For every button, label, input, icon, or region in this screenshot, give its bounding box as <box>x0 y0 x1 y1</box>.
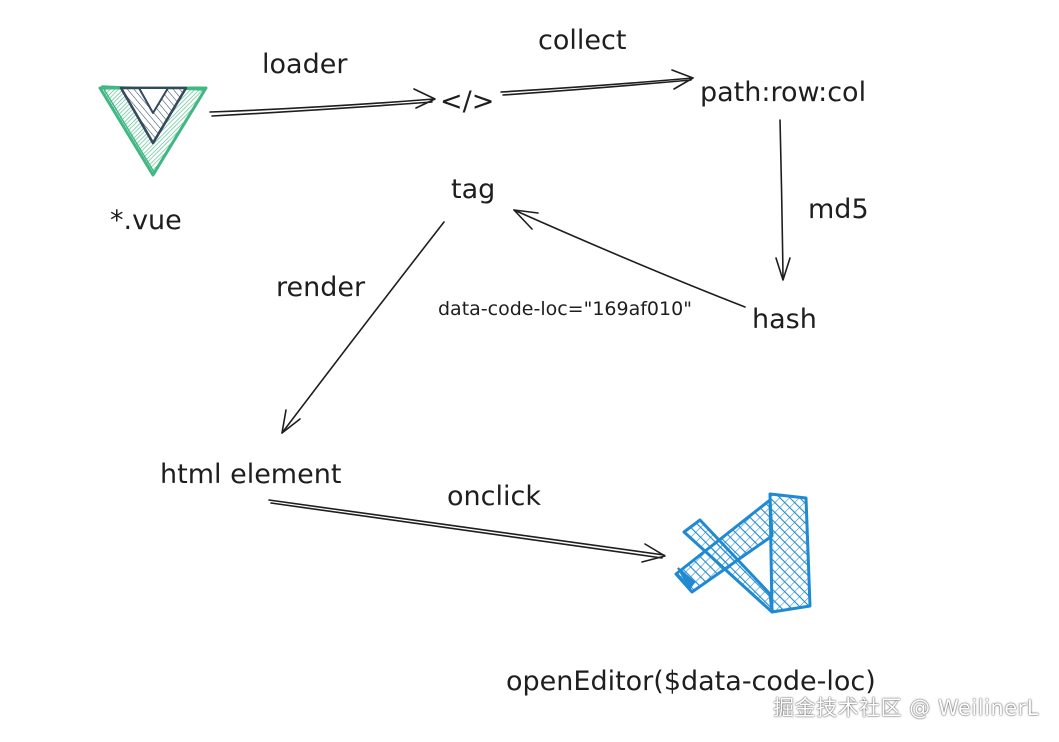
edge-loader <box>209 88 436 117</box>
path-row-col-label: path:row:col <box>700 77 866 108</box>
vue-file-label: *.vue <box>110 205 182 236</box>
vue-logo-icon <box>98 85 208 177</box>
edge-md5 <box>775 119 791 281</box>
loader-edge-label: loader <box>262 49 348 80</box>
md5-edge-label: md5 <box>808 194 869 225</box>
open-editor-label: openEditor($data-code-loc) <box>506 666 876 697</box>
hash-node-label: hash <box>752 304 817 335</box>
edge-collect <box>500 69 694 96</box>
html-element-label: html element <box>160 459 341 490</box>
render-edge-label: render <box>276 272 366 303</box>
data-code-loc-attribute: data-code-loc="169af010" <box>438 298 692 320</box>
collect-edge-label: collect <box>538 25 626 56</box>
vscode-logo-icon <box>674 492 812 614</box>
onclick-edge-label: onclick <box>447 481 541 512</box>
watermark: 掘金技术社区 @ WeilinerL <box>773 696 1039 720</box>
code-node-label: </> <box>440 86 494 117</box>
edge-render <box>281 221 445 434</box>
edge-hash-to-tag <box>513 209 746 308</box>
edge-onclick <box>268 499 666 563</box>
tag-node-label: tag <box>451 174 495 205</box>
